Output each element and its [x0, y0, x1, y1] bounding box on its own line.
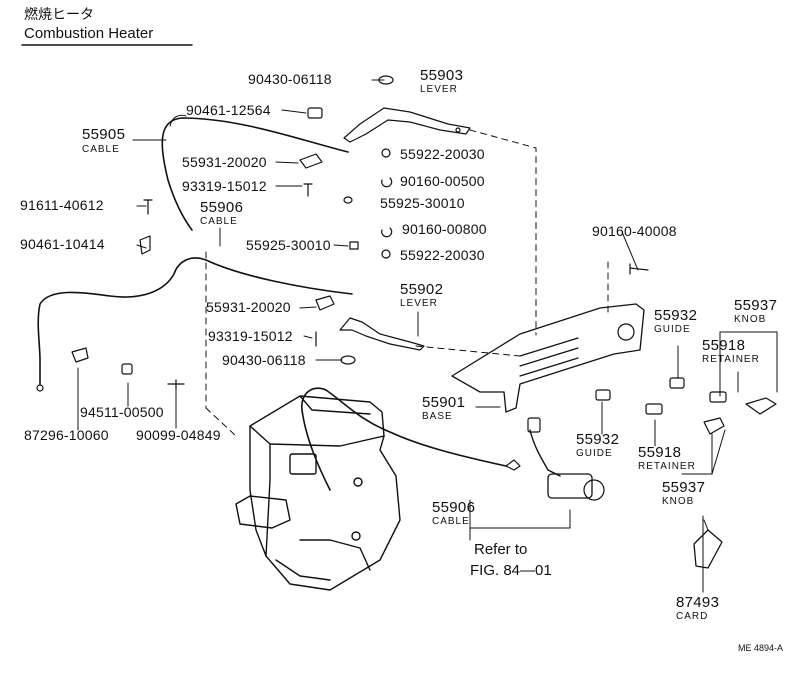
label-55931-20020-top: 55931-20020: [182, 154, 267, 170]
title-english: Combustion Heater: [24, 25, 154, 42]
label-55918-top-retainer: RETAINER: [702, 354, 760, 365]
part-55922-mid: [381, 249, 391, 259]
label-55922-20030-top: 55922-20030: [400, 146, 485, 162]
part-55918-top: [709, 391, 727, 403]
label-55902-lever: LEVER: [400, 298, 438, 309]
title-japanese: 燃焼ヒータ: [24, 7, 94, 23]
label-55903-lever: LEVER: [420, 84, 458, 95]
part-lever-55903: [343, 107, 471, 143]
label-94511-00500: 94511-00500: [80, 404, 164, 420]
label-90461-10414: 90461-10414: [20, 236, 105, 252]
label-55931-20020-mid: 55931-20020: [206, 299, 291, 315]
part-55925-mid: [349, 241, 359, 250]
reference-text: Refer to: [474, 541, 528, 558]
part-55931-mid: [315, 295, 335, 311]
part-card-87493: [693, 529, 723, 569]
part-90099: [167, 379, 185, 391]
part-90160-40008: [629, 263, 649, 275]
part-55925-top: [343, 196, 353, 204]
label-55925-30010-top: 55925-30010: [380, 195, 465, 211]
label-55937-top: 55937: [734, 297, 778, 314]
part-90461-10414: [139, 235, 151, 255]
label-87493-card: CARD: [676, 611, 709, 622]
part-90430-top: [378, 75, 394, 85]
label-55906-upper: 55906: [200, 199, 244, 216]
label-55918-mid-retainer: RETAINER: [638, 461, 696, 472]
label-93319-15012-top: 93319-15012: [182, 178, 267, 194]
label-55932-top: 55932: [654, 307, 698, 324]
label-87296-10060: 87296-10060: [24, 427, 109, 443]
label-90099-04849: 90099-04849: [136, 427, 221, 443]
part-90430-mid: [340, 355, 356, 365]
label-55922-20030-mid: 55922-20030: [400, 247, 485, 263]
label-55901-base: BASE: [422, 411, 453, 422]
label-91611-40612: 91611-40612: [20, 197, 104, 213]
part-91611: [143, 199, 153, 215]
label-55918-top: 55918: [702, 337, 746, 354]
label-55932-mid-guide: GUIDE: [576, 448, 613, 459]
label-90430-06118-top: 90430-06118: [248, 71, 332, 87]
label-55937-mid: 55937: [662, 479, 706, 496]
part-87296: [71, 347, 89, 363]
part-base-55901: [451, 303, 645, 413]
label-55905-cable: CABLE: [82, 144, 120, 155]
part-lever-55902: [339, 317, 425, 351]
part-55937-mid: [703, 417, 725, 435]
label-90430-06118-mid: 90430-06118: [222, 352, 306, 368]
label-55918-mid: 55918: [638, 444, 682, 461]
cable-55906-upper: [37, 257, 353, 385]
label-93319-15012-mid: 93319-15012: [208, 328, 293, 344]
label-87493: 87493: [676, 594, 720, 611]
label-55937-mid-knob: KNOB: [662, 496, 695, 507]
label-90160-40008: 90160-40008: [592, 223, 677, 239]
heater-unit: [235, 395, 401, 591]
label-55932-top-guide: GUIDE: [654, 324, 691, 335]
label-90160-00800: 90160-00800: [402, 221, 487, 237]
part-90160-00800: [381, 227, 393, 238]
reference-figure: FIG. 84—01: [470, 562, 552, 579]
label-55902: 55902: [400, 281, 444, 298]
cable-55906-lower: [301, 387, 507, 491]
dashed-lines: [205, 129, 609, 437]
label-55906-upper-cable: CABLE: [200, 216, 238, 227]
part-55922-top: [381, 148, 391, 158]
leader-lines: [77, 79, 778, 593]
part-55918-mid: [645, 403, 663, 415]
label-90461-12564: 90461-12564: [186, 102, 271, 118]
label-55937-top-knob: KNOB: [734, 314, 767, 325]
figure-code: ME 4894-A: [738, 643, 784, 653]
part-93319-top: [303, 183, 313, 197]
label-55906-lower-cable: CABLE: [432, 516, 470, 527]
label-55906-lower: 55906: [432, 499, 476, 516]
part-55931-top: [299, 153, 323, 169]
part-switch: [547, 473, 593, 499]
part-55937-top: [745, 397, 777, 415]
part-94511: [121, 363, 133, 375]
label-55925-30010-mid: 55925-30010: [246, 237, 331, 253]
part-55932-mid: [595, 389, 611, 401]
cable-55905: [161, 117, 349, 231]
label-55932-mid: 55932: [576, 431, 620, 448]
label-55905: 55905: [82, 126, 126, 143]
part-90461-12564: [307, 107, 323, 119]
label-55903: 55903: [420, 67, 464, 84]
part-switch-harness: [529, 429, 561, 477]
label-90160-00500: 90160-00500: [400, 173, 485, 189]
part-90160-00500: [381, 177, 393, 188]
label-55901: 55901: [422, 394, 466, 411]
part-55932-top: [669, 377, 685, 389]
